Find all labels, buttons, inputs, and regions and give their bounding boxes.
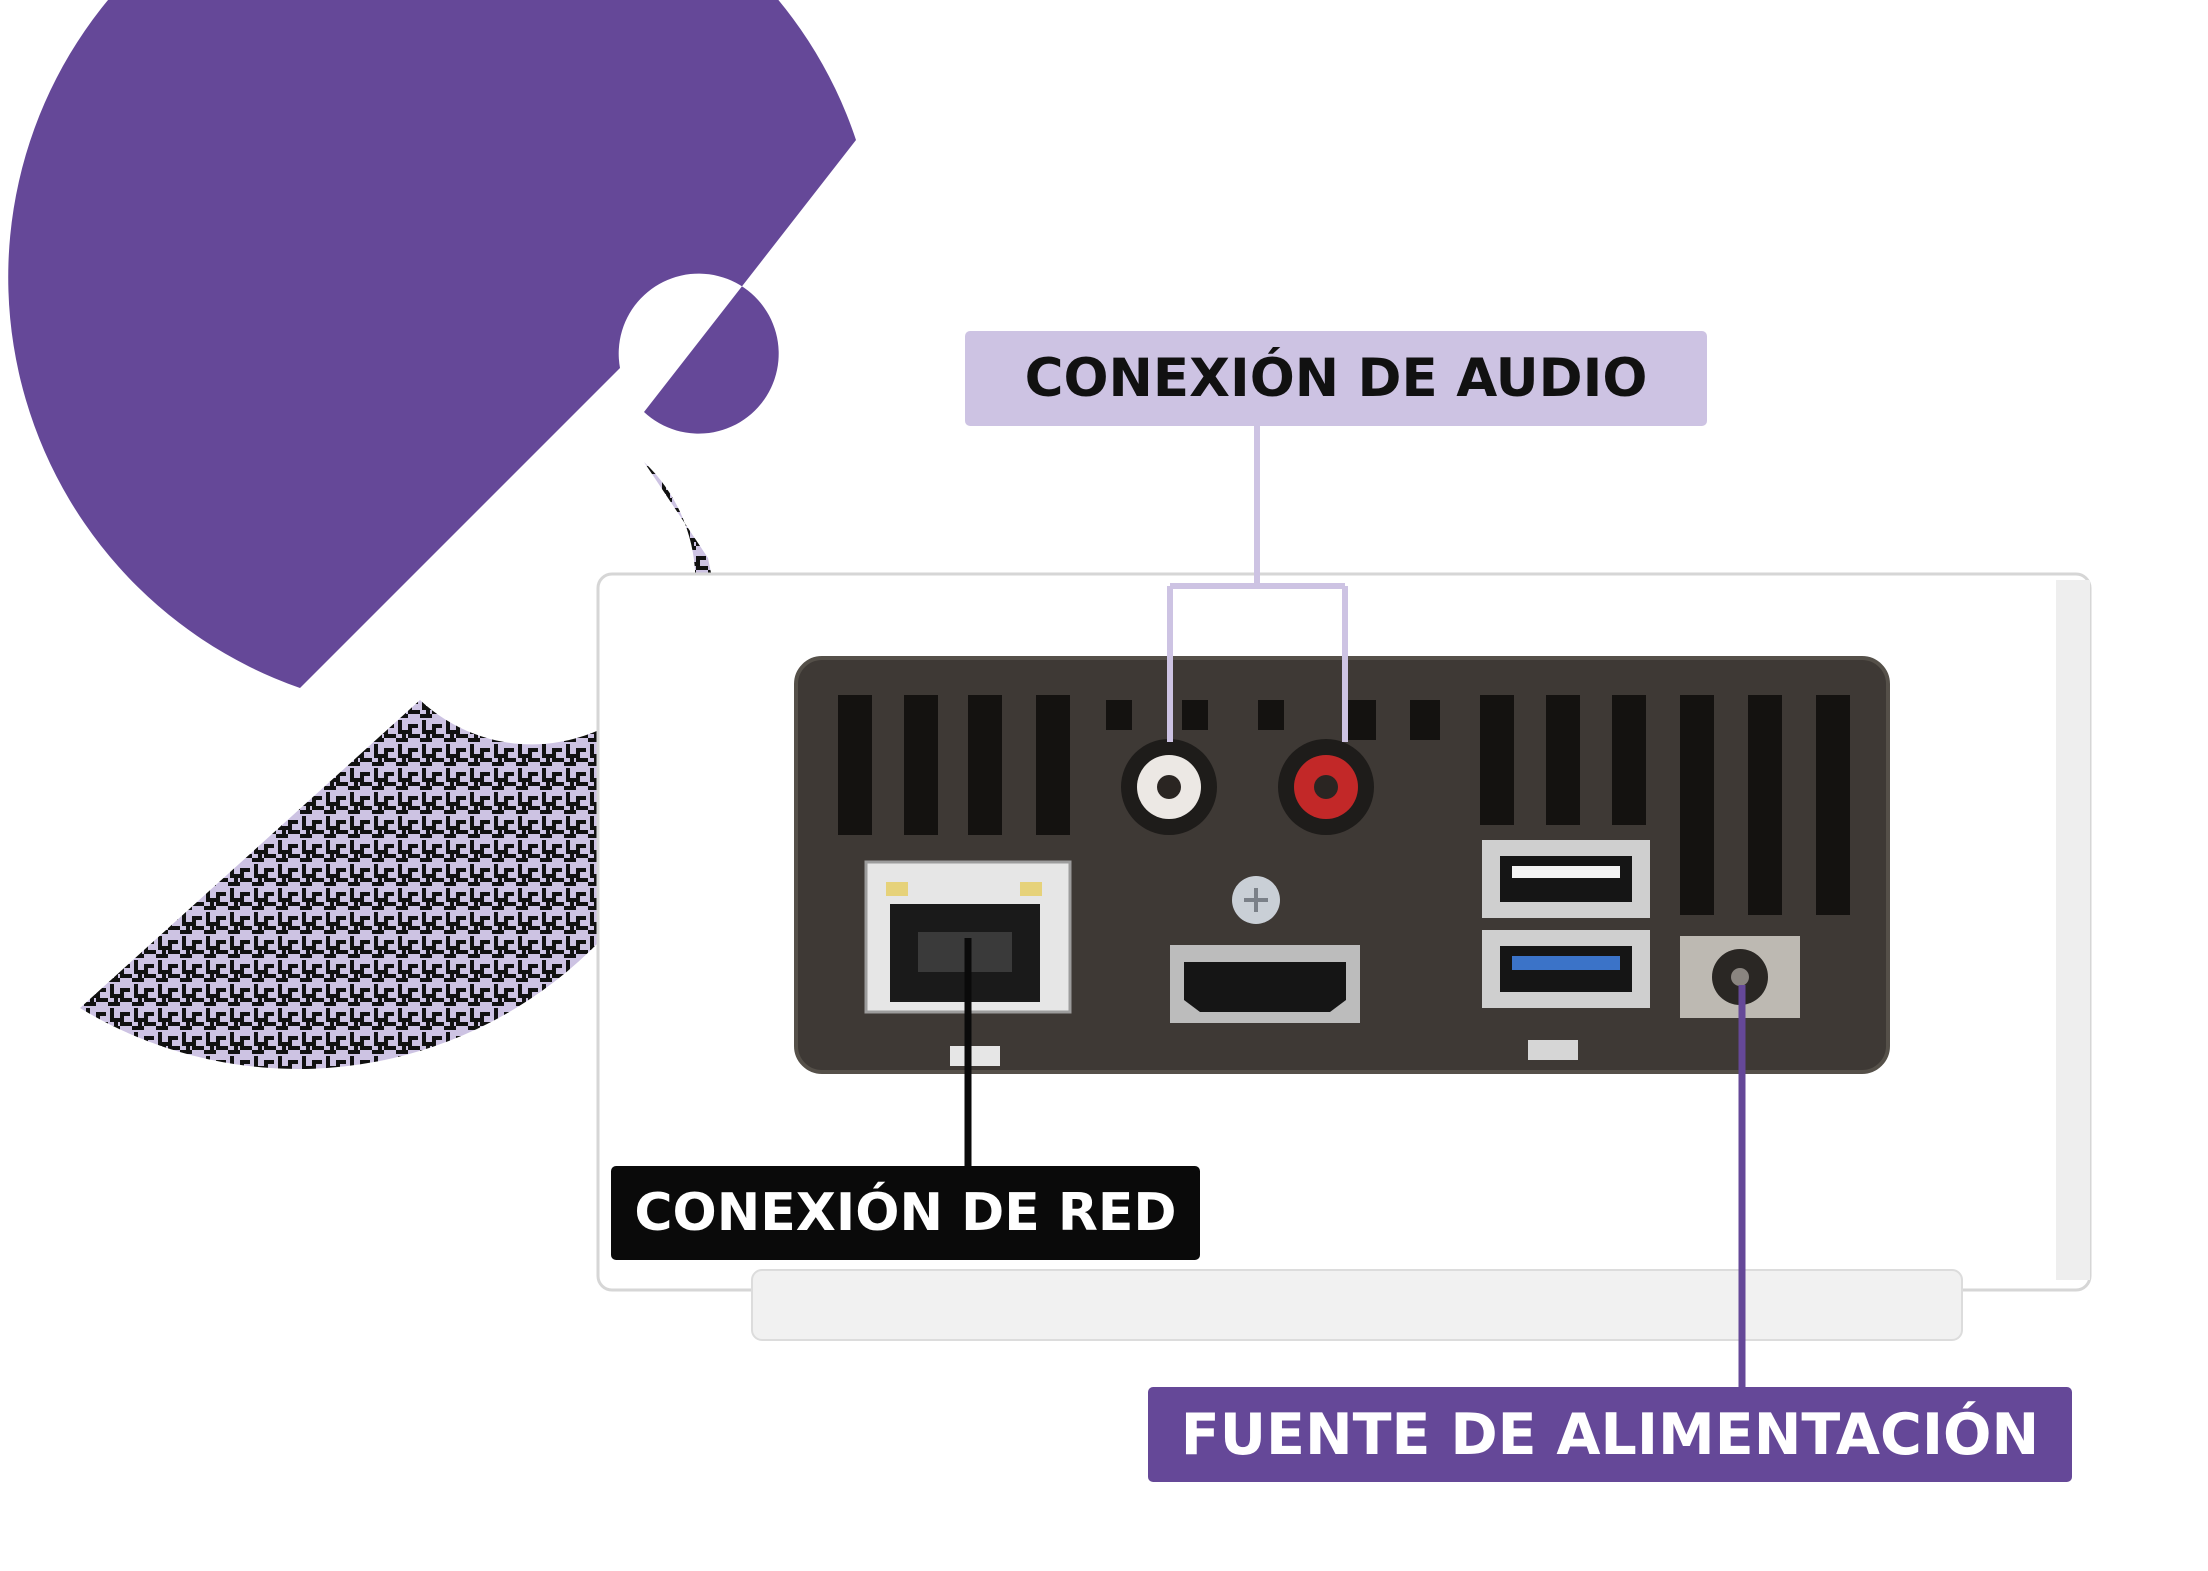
network-connection-label: CONEXIÓN DE RED [611,1166,1200,1260]
hdmi-port [1170,945,1360,1023]
audio-connection-label: CONEXIÓN DE AUDIO [965,331,1707,426]
rca-audio-red [1278,739,1374,835]
mounting-screw [1232,876,1280,924]
port-panel [794,656,1890,1074]
usb-3-port [1482,930,1650,1008]
rca-audio-white [1121,739,1217,835]
usb-2-port [1482,840,1650,918]
audio-connector-line [1167,424,1348,742]
vent-slots [838,695,1850,915]
power-supply-label: FUENTE DE ALIMENTACIÓN [1148,1387,2072,1482]
